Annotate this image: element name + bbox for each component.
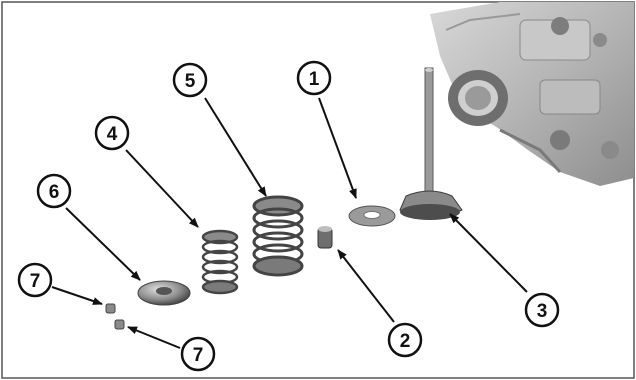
svg-text:4: 4 [107, 124, 118, 145]
leader-arrow-2 [337, 249, 395, 323]
svg-text:3: 3 [537, 301, 548, 322]
cylinder-head [430, 2, 634, 186]
leader-arrow-1 [318, 97, 357, 199]
callout-7b: 7 [180, 336, 216, 372]
valve-keeper-upper [105, 303, 116, 314]
callout-6: 6 [36, 173, 72, 209]
callout-3: 3 [524, 292, 560, 328]
callout-5: 5 [172, 62, 208, 98]
leader-arrow-7a [51, 286, 103, 305]
outer-valve-spring [252, 195, 304, 277]
leader-arrow-4 [125, 149, 199, 228]
valve-keeper-lower [114, 319, 125, 330]
svg-text:7: 7 [30, 271, 41, 292]
svg-text:6: 6 [49, 182, 60, 203]
inner-valve-spring [201, 229, 239, 295]
valve [399, 67, 463, 220]
svg-text:1: 1 [309, 69, 320, 90]
valve-stem-seal [317, 226, 333, 249]
leader-arrow-6 [65, 207, 141, 281]
leader-arrow-5 [204, 97, 267, 197]
svg-text:2: 2 [400, 331, 411, 352]
leader-arrow-3 [449, 213, 528, 293]
callout-2: 2 [387, 322, 423, 358]
callout-7a: 7 [17, 262, 53, 298]
svg-text:7: 7 [193, 345, 204, 366]
spring-retainer [137, 280, 191, 306]
callout-4: 4 [94, 115, 130, 151]
callout-1: 1 [296, 60, 332, 96]
spring-seat-washer [348, 205, 396, 227]
leader-arrow-7b [127, 326, 181, 349]
svg-text:5: 5 [185, 71, 196, 92]
